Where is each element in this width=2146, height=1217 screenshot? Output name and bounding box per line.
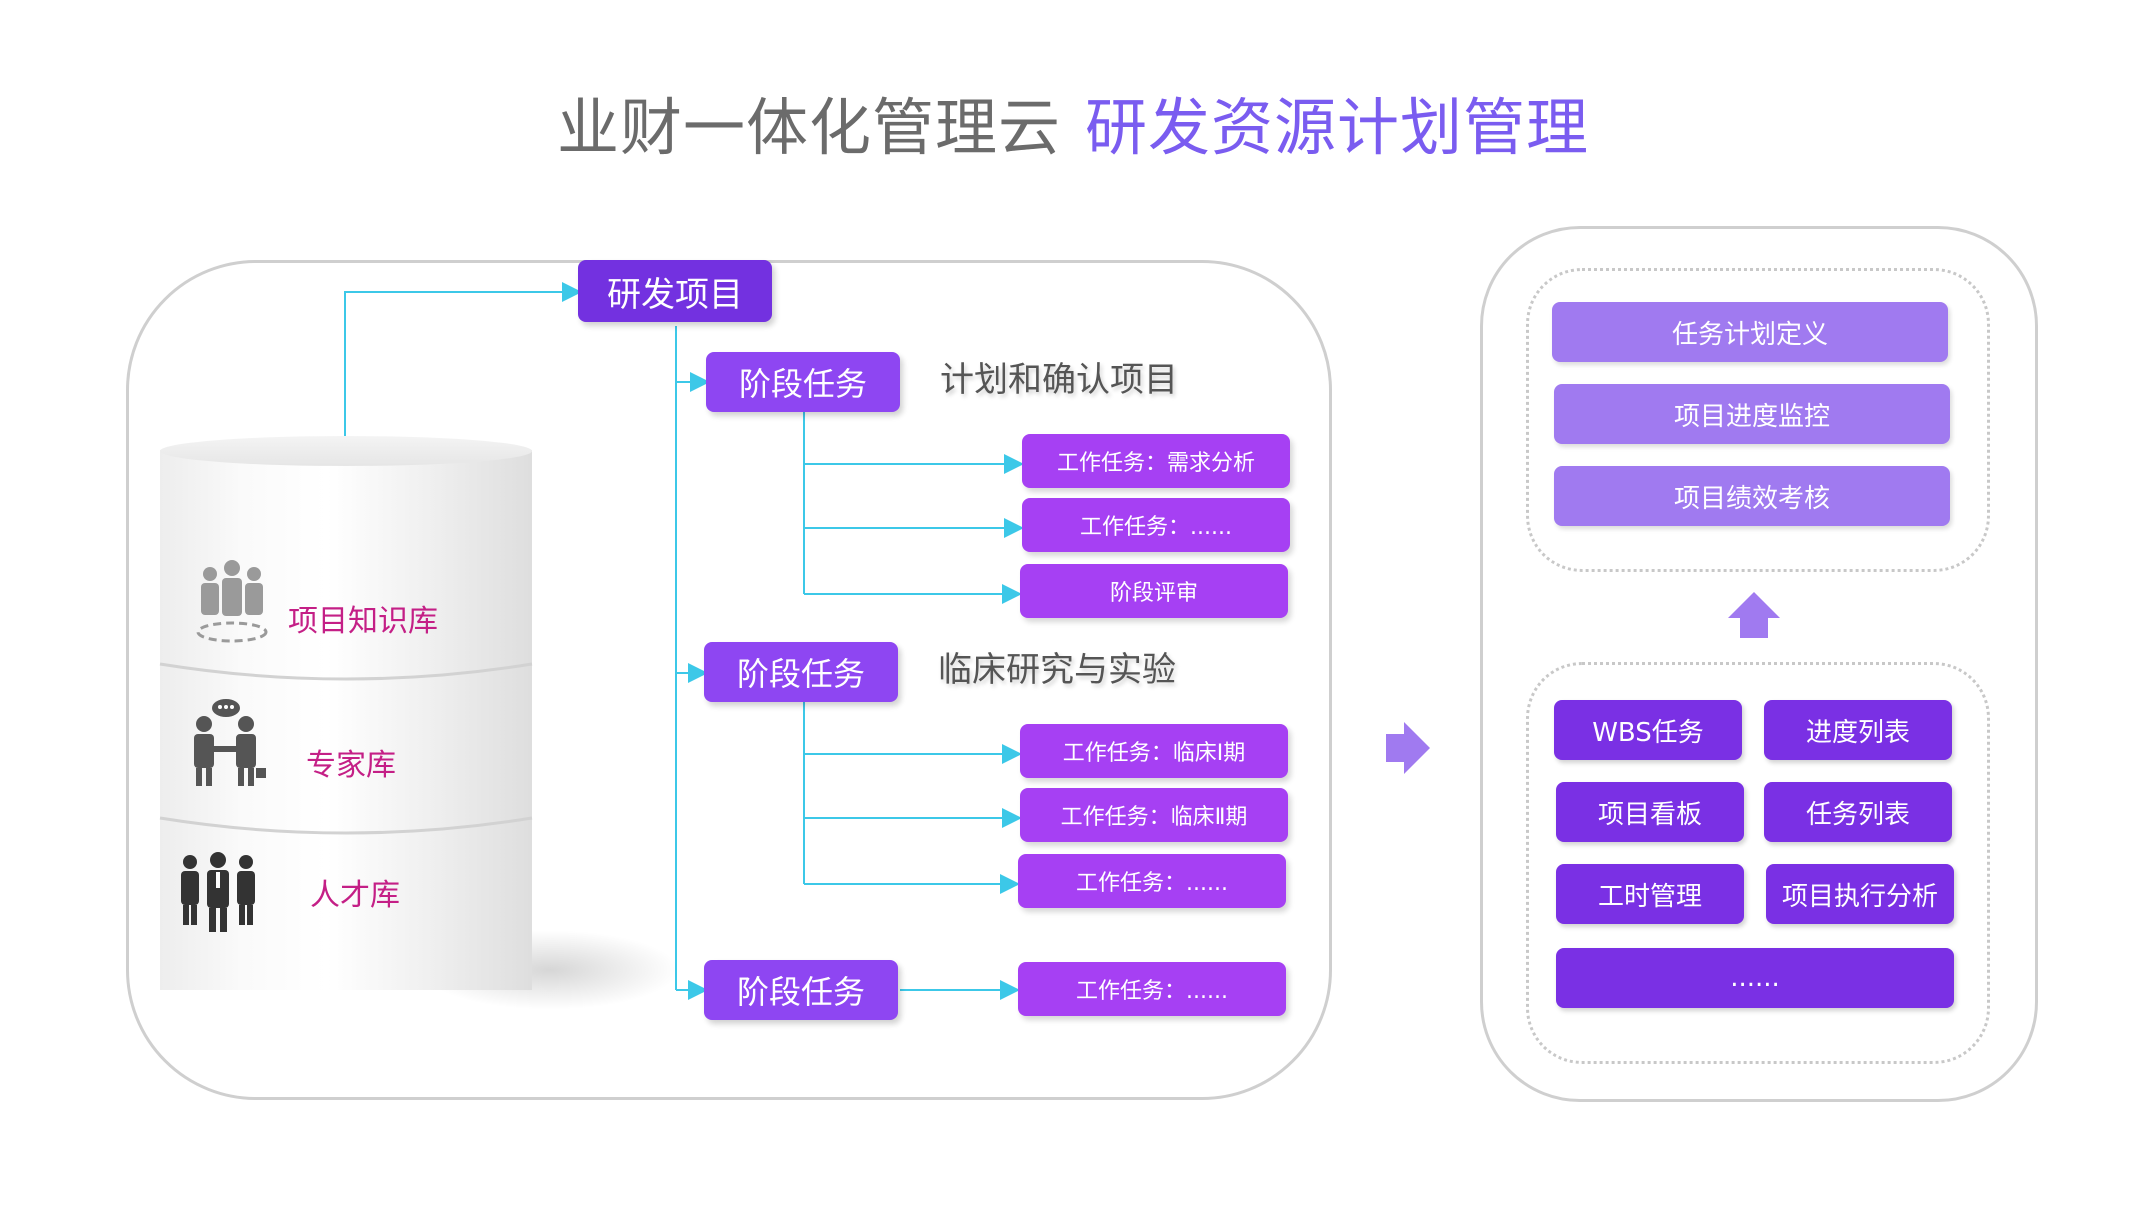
experts-handshake-icon [194,699,266,786]
title-part2: 研发资源计划管理 [1085,91,1590,164]
timesheet-button[interactable]: 工时管理 [1556,864,1744,924]
progress-list-button[interactable]: 进度列表 [1764,700,1952,760]
cylinder-top [160,436,532,466]
project-box[interactable]: 研发项目 [578,260,772,322]
library-label-knowledge: 项目知识库 [288,604,438,639]
task-box-2-3[interactable]: 工作任务：...... [1018,854,1286,908]
library-label-talent: 人才库 [310,878,400,913]
plan-definition-button[interactable]: 任务计划定义 [1552,302,1948,362]
right-top-group [1526,268,1990,572]
stage-title-2: 临床研究与实验 [938,650,1176,690]
task-box-3-1[interactable]: 工作任务：...... [1018,962,1286,1016]
progress-monitor-button[interactable]: 项目进度监控 [1554,384,1950,444]
stage-box-3[interactable]: 阶段任务 [704,960,898,1020]
task-box-1-2[interactable]: 工作任务：...... [1022,498,1290,552]
group-people-icon [196,560,268,643]
stage-box-2[interactable]: 阶段任务 [704,642,898,702]
library-label-experts: 专家库 [306,748,396,783]
more-button[interactable]: ...... [1556,948,1954,1008]
page-title: 业财一体化管理云研发资源计划管理 [0,88,2146,168]
task-list-button[interactable]: 任务列表 [1764,782,1952,842]
execution-analysis-button[interactable]: 项目执行分析 [1766,864,1954,924]
task-box-2-2[interactable]: 工作任务：临床Ⅱ期 [1020,788,1288,842]
wbs-task-button[interactable]: WBS任务 [1554,700,1742,760]
stage-box-1[interactable]: 阶段任务 [706,352,900,412]
task-box-2-1[interactable]: 工作任务：临床Ⅰ期 [1020,724,1288,778]
project-board-button[interactable]: 项目看板 [1556,782,1744,842]
right-arrow-icon [1386,722,1430,774]
right-bottom-group [1526,662,1990,1064]
up-arrow-icon [1728,592,1780,638]
title-part1: 业财一体化管理云 [556,91,1061,164]
talent-team-icon [181,852,255,932]
right-panel [1480,226,2038,1102]
performance-review-button[interactable]: 项目绩效考核 [1554,466,1950,526]
task-box-1-1[interactable]: 工作任务：需求分析 [1022,434,1290,488]
task-box-1-3[interactable]: 阶段评审 [1020,564,1288,618]
stage-title-1: 计划和确认项目 [940,360,1178,400]
